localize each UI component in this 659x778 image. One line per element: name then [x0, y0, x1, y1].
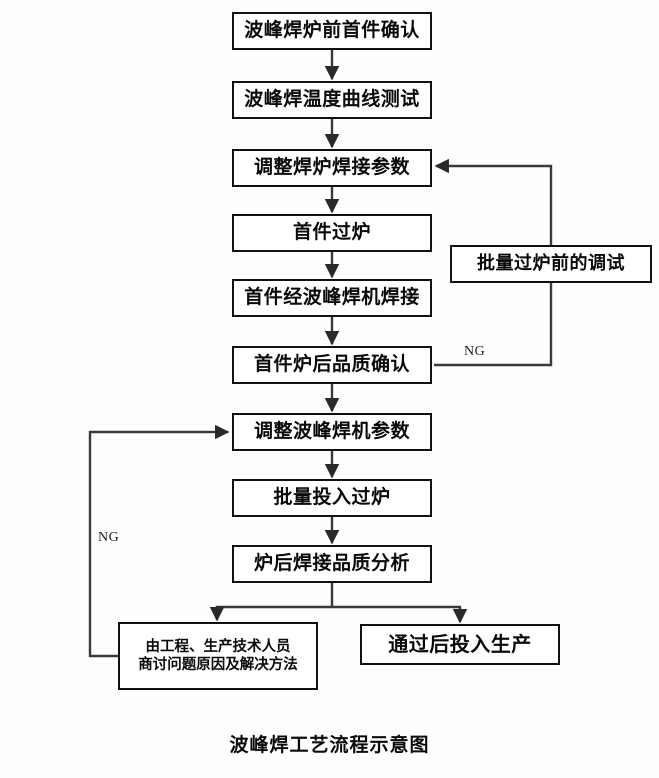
node-label: 首件经波峰焊机焊接 — [244, 286, 420, 309]
node-pass-to-production[interactable]: 通过后投入生产 — [360, 624, 560, 665]
node-label: 首件炉后品质确认 — [253, 353, 410, 376]
node-label: 调整波峰焊机参数 — [253, 420, 410, 443]
node-label: 批量投入过炉 — [273, 486, 391, 509]
node-engineering-discussion[interactable]: 由工程、生产技术人员 商讨问题原因及解决方法 — [118, 622, 318, 690]
node-label: 炉后焊接品质分析 — [253, 552, 410, 575]
node-batch-into-furnace[interactable]: 批量投入过炉 — [232, 479, 432, 517]
node-label: 波峰焊温度曲线测试 — [244, 88, 420, 111]
connector-branch-left — [209, 605, 332, 622]
node-label: 由工程、生产技术人员 商讨问题原因及解决方法 — [138, 638, 298, 673]
diagram-title: 波峰焊工艺流程示意图 — [229, 734, 430, 756]
connector-n10-to-rightbus — [434, 283, 553, 367]
node-label: 首件过炉 — [292, 221, 371, 244]
edge-label-ng-left: NG — [98, 530, 120, 545]
node-post-furnace-quality-confirm[interactable]: 首件炉后品质确认 — [232, 346, 432, 384]
node-first-article-wave-soldered[interactable]: 首件经波峰焊机焊接 — [232, 279, 432, 317]
node-post-furnace-solder-quality-analysis[interactable]: 炉后焊接品质分析 — [232, 545, 432, 583]
connector-n6-ng-to-n3 — [434, 158, 553, 245]
node-label: 调整焊炉焊接参数 — [253, 156, 410, 179]
node-adjust-wave-solder-parameters[interactable]: 调整波峰焊机参数 — [232, 413, 432, 451]
node-pre-batch-debug[interactable]: 批量过炉前的调试 — [450, 245, 652, 283]
connector-branch-right — [332, 605, 468, 624]
node-label: 批量过炉前的调试 — [477, 252, 625, 274]
node-label: 波峰焊炉前首件确认 — [244, 19, 420, 42]
edge-label-ng-right: NG — [464, 344, 486, 359]
node-temperature-curve-test[interactable]: 波峰焊温度曲线测试 — [232, 81, 432, 119]
node-adjust-furnace-parameters[interactable]: 调整焊炉焊接参数 — [232, 149, 432, 187]
node-first-article-through-furnace[interactable]: 首件过炉 — [232, 214, 432, 252]
node-wave-solder-first-article-confirm[interactable]: 波峰焊炉前首件确认 — [232, 12, 432, 50]
node-label: 通过后投入生产 — [388, 632, 532, 656]
